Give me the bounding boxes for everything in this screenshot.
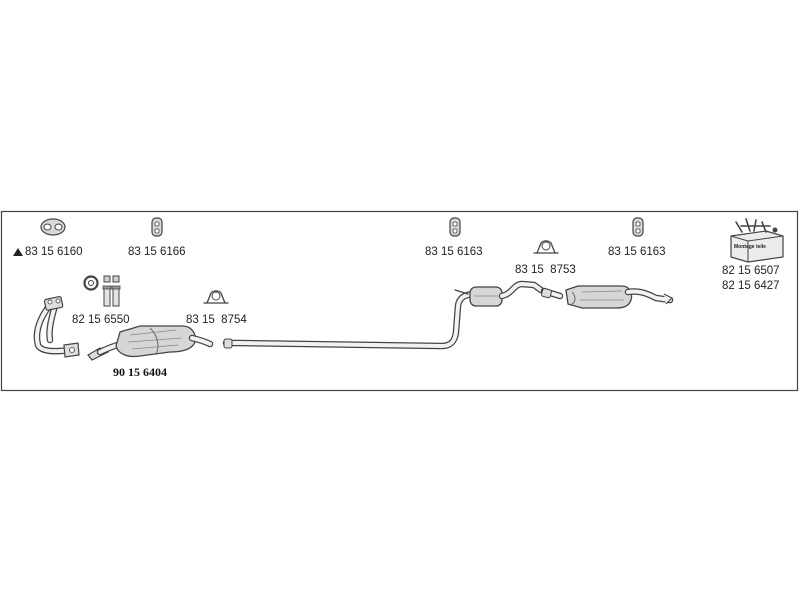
part-number-kit-1: 82 15 6507	[722, 265, 780, 277]
warning-triangle-icon	[13, 248, 23, 256]
rear-silencer	[540, 285, 674, 309]
part-number-clamp-front: 83 15 8754	[186, 314, 247, 326]
rubber-hanger-icon	[449, 217, 461, 237]
rubber-hanger-icon	[151, 217, 163, 237]
part-number-clamp-mid: 83 15 8753	[515, 264, 576, 276]
diagram-frame	[0, 210, 799, 392]
pipe-clamp-icon	[533, 240, 559, 254]
kit-box-label: Montage teile	[734, 244, 766, 250]
part-number-hanger-mid: 83 15 6163	[425, 246, 483, 258]
rubber-hanger-icon	[632, 217, 644, 237]
part-number-bolt-set: 82 15 6550	[72, 314, 130, 326]
front-gasket-icon	[40, 218, 66, 236]
pipe-clamp-icon	[203, 290, 229, 304]
middle-silencer	[454, 280, 545, 307]
front-down-pipe	[33, 296, 80, 358]
catalytic-converter	[87, 325, 214, 361]
bolt-set-icon	[83, 275, 121, 307]
mounting-kit-box-icon	[730, 218, 784, 263]
part-number-kit-2: 82 15 6427	[722, 280, 780, 292]
part-number-gasket-front: 83 15 6160	[25, 246, 83, 258]
intermediate-pipe	[222, 290, 480, 350]
part-number-catalyst: 90 15 6404	[113, 365, 167, 379]
part-number-hanger-rear: 83 15 6163	[608, 246, 666, 258]
part-number-hanger-small: 83 15 6166	[128, 246, 186, 258]
